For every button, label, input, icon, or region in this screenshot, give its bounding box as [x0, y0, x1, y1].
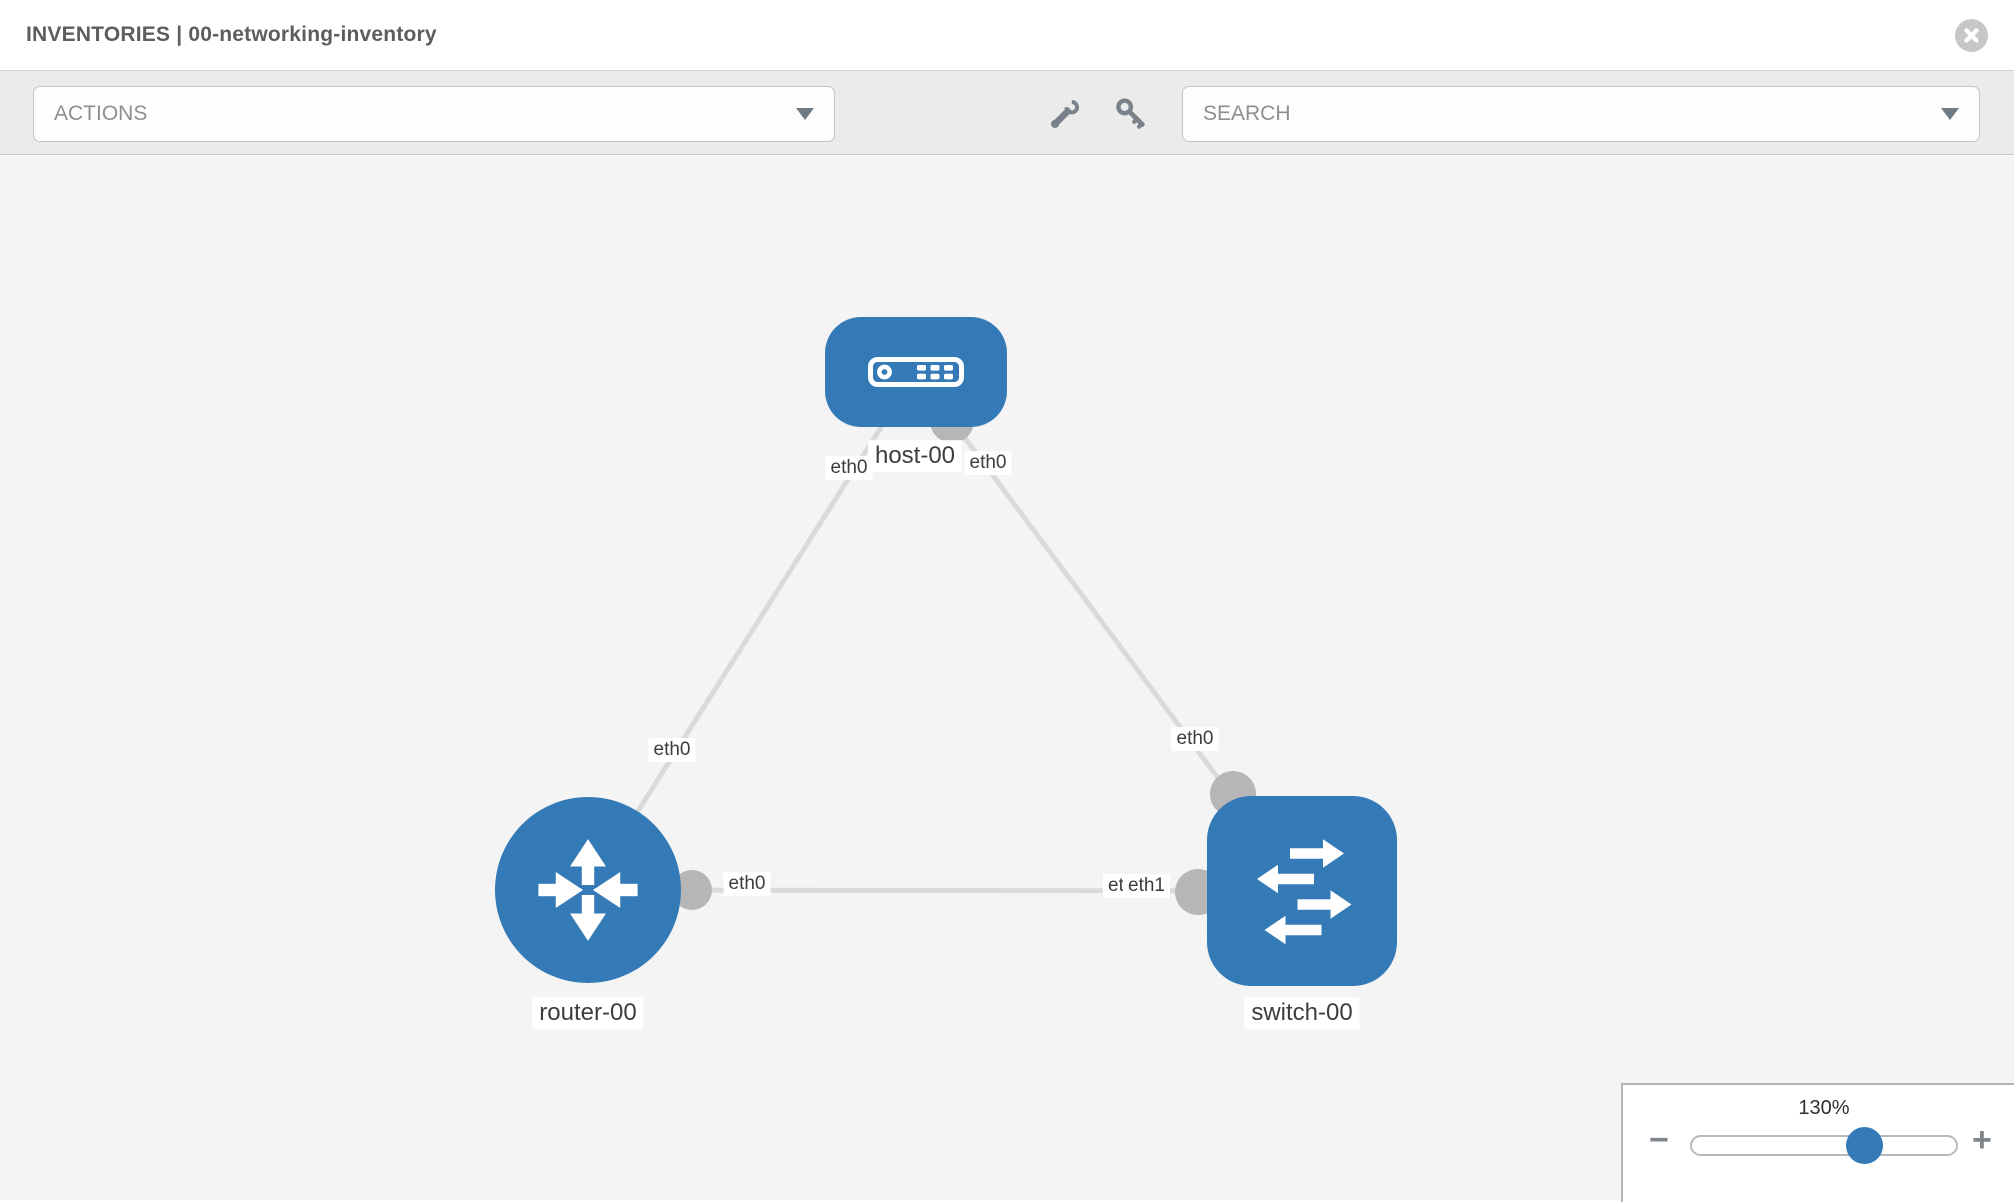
zoom-slider-track[interactable] — [1690, 1135, 1958, 1156]
node-label-router: router-00 — [532, 997, 644, 1029]
chevron-down-icon — [1941, 108, 1959, 120]
zoom-out-button[interactable]: − — [1649, 1121, 1669, 1159]
key-icon — [1116, 97, 1145, 129]
topology-canvas[interactable]: host-00 router-00 switch-00 eth0 eth0 et… — [0, 155, 2014, 1200]
close-button[interactable] — [1955, 18, 1988, 52]
wrench-icon — [1050, 96, 1080, 128]
actions-dropdown-label: ACTIONS — [54, 102, 148, 125]
zoom-panel: 130% − + — [1621, 1083, 2014, 1202]
search-dropdown[interactable]: SEARCH — [1182, 86, 1980, 142]
node-host-00[interactable] — [825, 317, 1007, 427]
zoom-percent-readout: 130% — [1798, 1097, 1850, 1119]
node-label-host: host-00 — [867, 440, 963, 472]
server-icon — [868, 357, 964, 387]
page-title: INVENTORIES | 00-networking-inventory — [26, 23, 437, 46]
configure-button[interactable] — [1048, 96, 1082, 131]
actions-dropdown[interactable]: ACTIONS — [33, 86, 835, 142]
search-placeholder: SEARCH — [1203, 102, 1291, 125]
zoom-in-button[interactable]: + — [1972, 1121, 1992, 1159]
interface-label: eth1 — [1123, 874, 1170, 898]
switch-arrows-icon — [1257, 839, 1352, 945]
node-router-00[interactable] — [495, 797, 681, 983]
interface-label: eth0 — [964, 451, 1012, 475]
chevron-down-icon — [796, 108, 814, 120]
credentials-button[interactable] — [1114, 97, 1148, 131]
node-switch-00[interactable] — [1207, 796, 1397, 986]
toolbar: ACTIONS SEARCH — [0, 70, 2014, 155]
zoom-slider-thumb[interactable] — [1846, 1127, 1883, 1164]
interface-label: eth0 — [1171, 727, 1219, 751]
connector-dot — [672, 870, 712, 910]
router-arrows-icon — [538, 839, 638, 941]
interface-label: eth0 — [723, 872, 771, 896]
node-label-switch: switch-00 — [1244, 997, 1360, 1029]
interface-label: eth0 — [825, 456, 873, 480]
close-icon — [1964, 27, 1979, 43]
toolbar-icons — [1048, 71, 1148, 156]
panel-header: INVENTORIES | 00-networking-inventory — [0, 0, 2014, 70]
interface-label: eth0 — [648, 738, 696, 762]
